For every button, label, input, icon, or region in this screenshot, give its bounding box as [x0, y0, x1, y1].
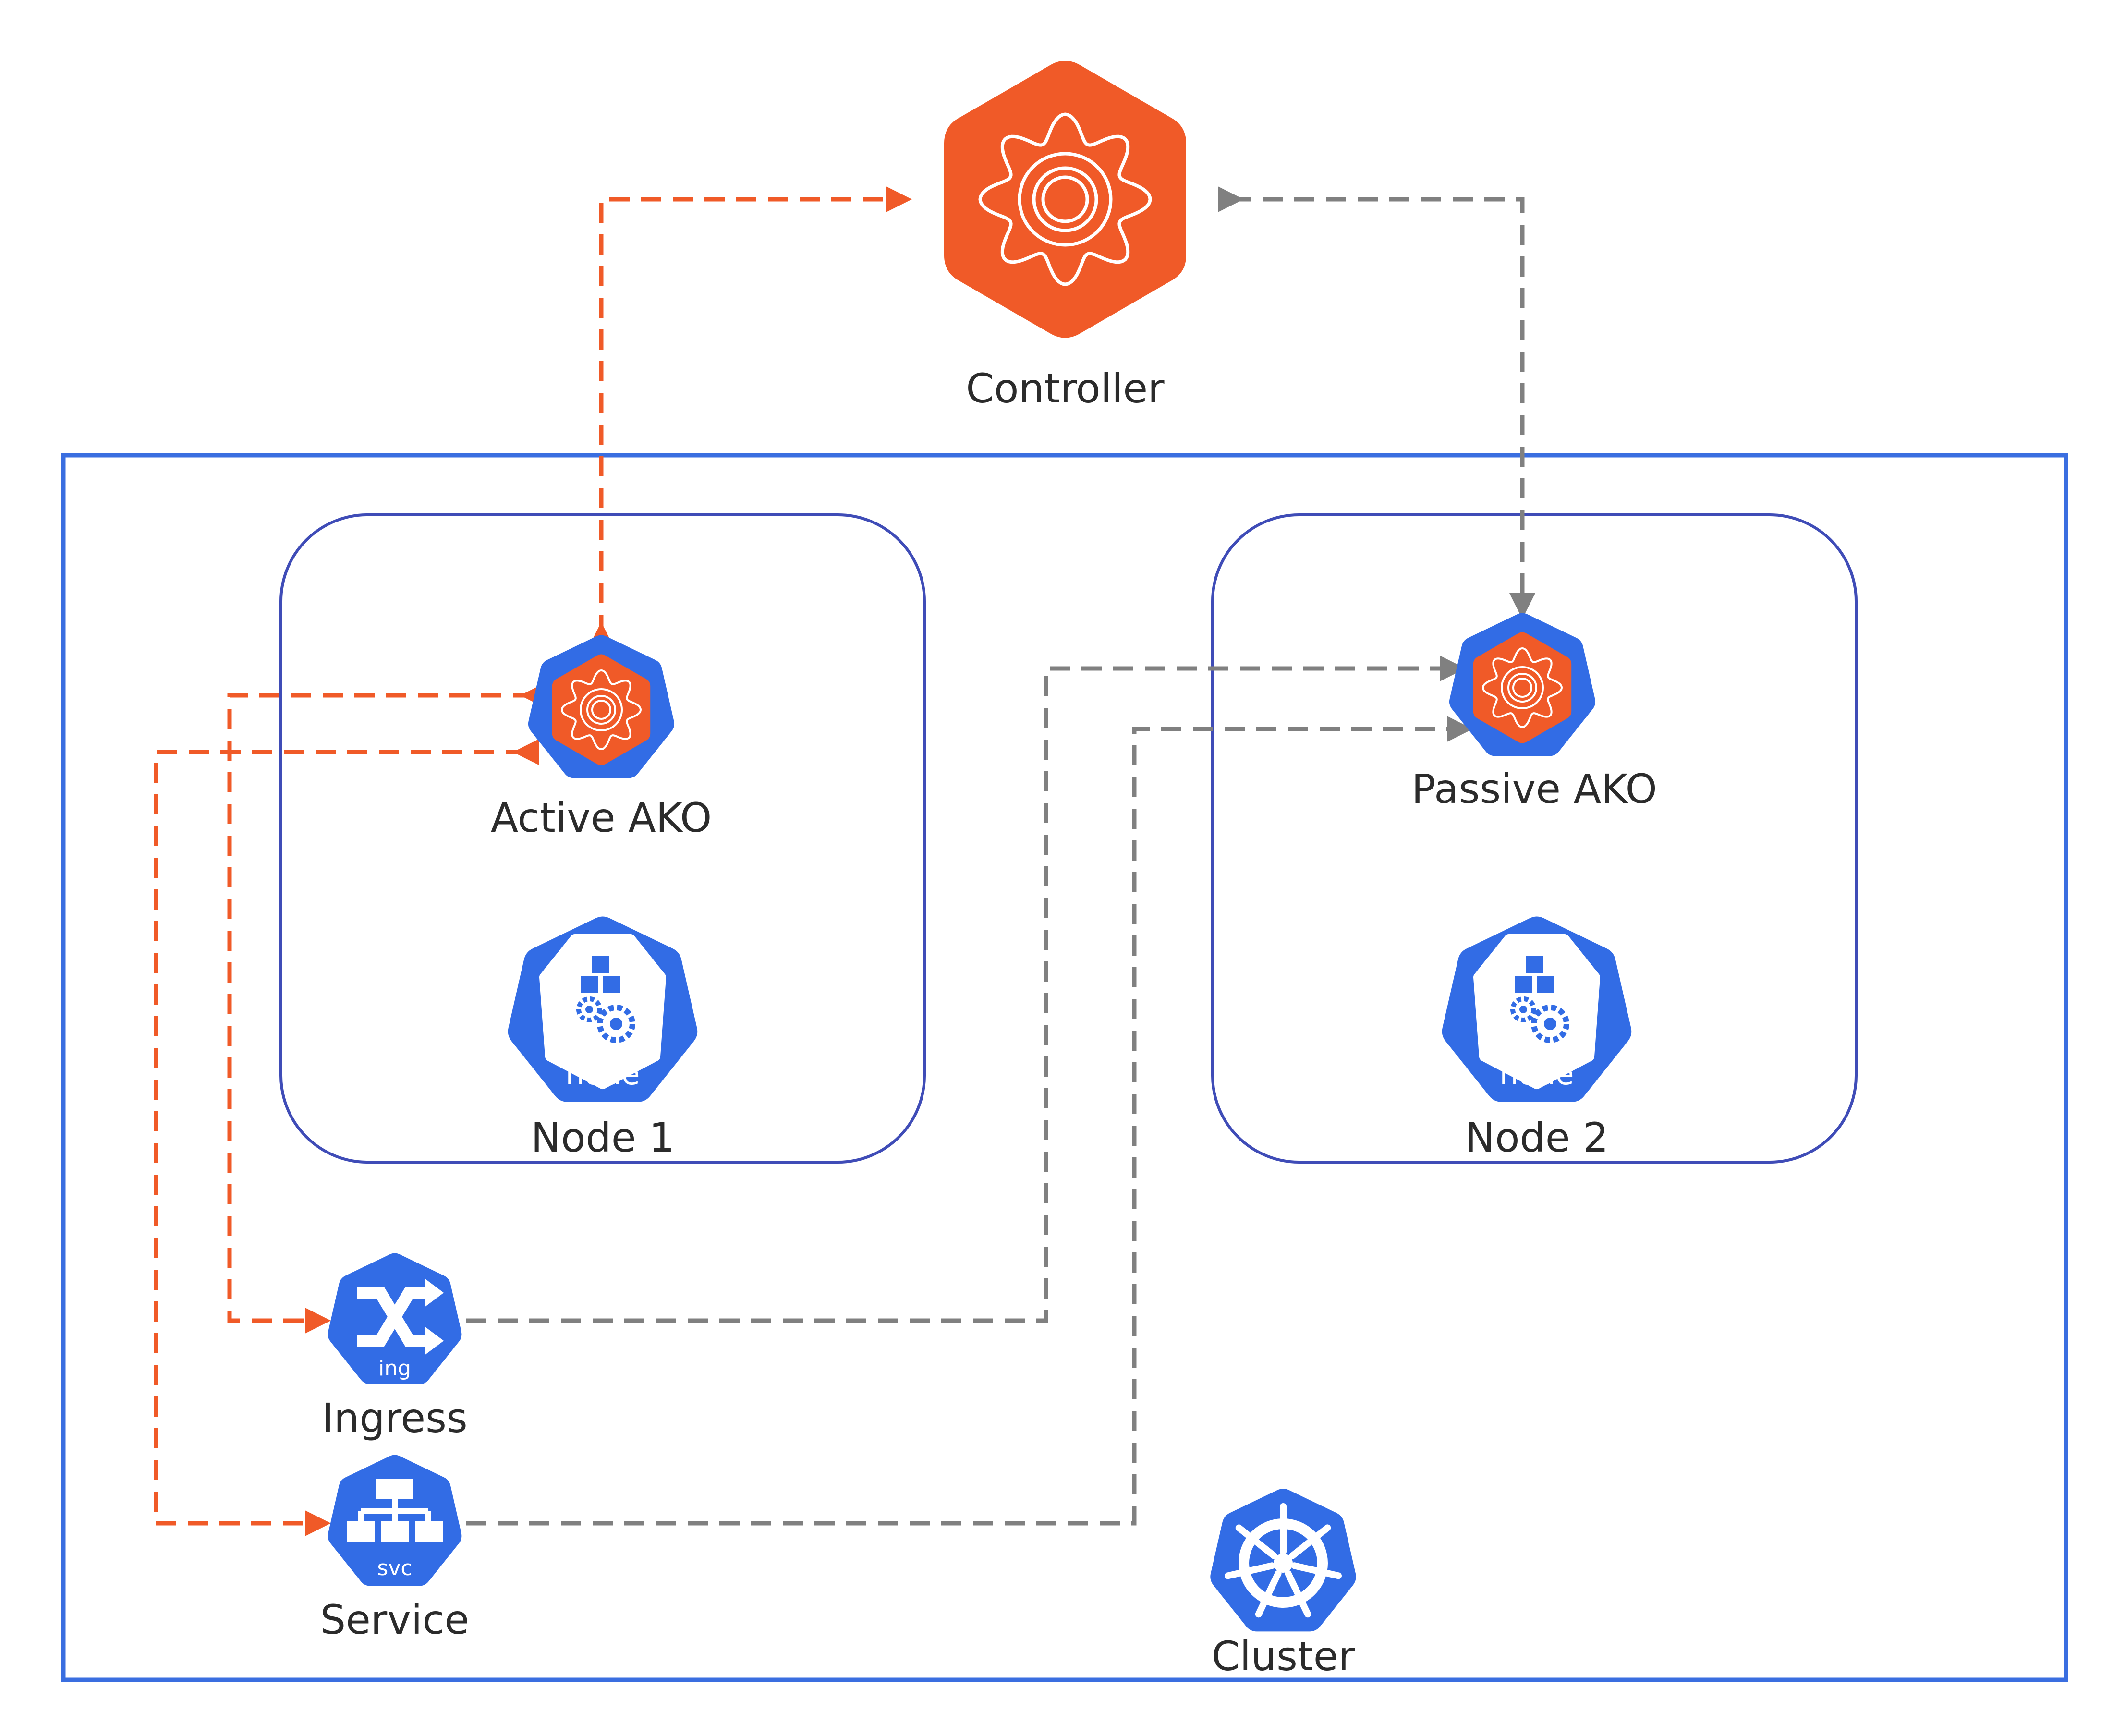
helm-wheel-icon — [1225, 1503, 1342, 1618]
connector-controller-passive-ako — [1218, 186, 1535, 619]
node2-badge: node — [1500, 1056, 1574, 1092]
hierarchy-icon — [347, 1479, 443, 1542]
ingress-label: Ingress — [322, 1395, 467, 1442]
connector-active-ako-service — [154, 739, 539, 1536]
node1-k8s-icon: node — [508, 916, 698, 1102]
gear-icon — [560, 669, 642, 751]
cluster-icon — [1210, 1489, 1356, 1632]
ingress-icon: ing — [328, 1253, 462, 1384]
ingress-badge: ing — [378, 1356, 411, 1381]
cubes-gears-icon — [1510, 956, 1569, 1043]
connector-ingress-passive-ako — [466, 656, 1466, 1323]
node2-label: Node 2 — [1465, 1114, 1608, 1161]
active-ako-label: Active AKO — [491, 794, 712, 841]
passive-ako-label: Passive AKO — [1411, 765, 1657, 813]
connector-active-ako-ingress — [227, 682, 546, 1334]
node1-label: Node 1 — [531, 1114, 674, 1161]
service-icon: svc — [328, 1455, 462, 1586]
shuffle-arrows-icon — [357, 1287, 426, 1347]
cluster-boundary — [61, 453, 2068, 1682]
cluster-label: Cluster — [1212, 1633, 1355, 1680]
connector-service-passive-ako — [466, 716, 1473, 1526]
controller-label: Controller — [966, 365, 1165, 412]
controller-icon — [944, 61, 1186, 338]
node2-k8s-icon: node — [1442, 916, 1632, 1102]
service-badge: svc — [377, 1556, 412, 1580]
service-label: Service — [320, 1596, 469, 1643]
gear-icon — [978, 112, 1152, 286]
node1-badge: node — [566, 1056, 640, 1092]
passive-ako-icon — [1449, 613, 1596, 756]
active-ako-icon — [528, 635, 675, 778]
gear-icon — [1481, 647, 1563, 728]
connector-controller-active-ako — [588, 186, 912, 648]
cubes-gears-icon — [576, 956, 635, 1043]
